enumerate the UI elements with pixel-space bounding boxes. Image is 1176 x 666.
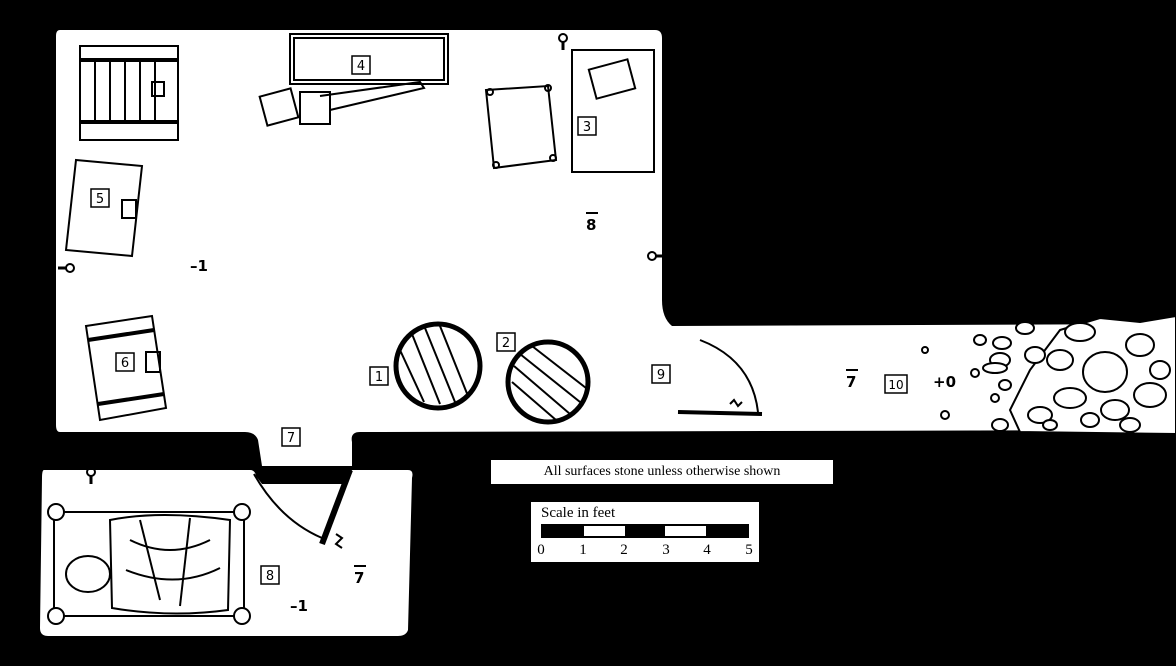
area-label-1: 1 (369, 366, 389, 386)
scale-segment (583, 526, 625, 536)
scale-segment (706, 526, 747, 536)
door-icon (253, 468, 353, 549)
area-label-2: 2 (496, 332, 516, 352)
torch-sconce-icon (647, 251, 664, 261)
area-label-3: 3 (577, 116, 597, 136)
svg-text:3: 3 (583, 120, 591, 135)
scale-tick: 2 (620, 542, 628, 558)
scale-title: Scale in feet (541, 505, 616, 521)
elevation-corridor: 7 (846, 373, 856, 391)
elevation-main-room: –1 (190, 257, 208, 275)
rug-icon (571, 49, 655, 173)
door-icon (677, 339, 763, 416)
elevation-labels: –1 8 7 +0 7 –1 (190, 212, 956, 615)
elevation-small-room: –1 (290, 597, 308, 615)
torch-sconce-icon (86, 467, 96, 484)
torch-sconce-icon (558, 33, 568, 50)
area-label-6: 6 (115, 352, 135, 372)
svg-text:7: 7 (287, 431, 295, 446)
area-label-5: 5 (90, 188, 110, 208)
scale-tick: 0 (537, 542, 545, 558)
elevation-main-room-bar: 8 (586, 216, 596, 234)
svg-text:6: 6 (121, 356, 129, 371)
svg-text:1: 1 (375, 370, 383, 385)
scale-legend: Scale in feet 0 1 2 3 4 5 (529, 500, 761, 564)
scale-segment (665, 526, 707, 536)
svg-text:4: 4 (357, 59, 365, 74)
svg-text:2: 2 (502, 336, 510, 351)
stool-icon (258, 87, 331, 127)
main-room-floor (56, 30, 1176, 466)
scale-tick: 1 (579, 542, 587, 558)
elevation-corridor-end: +0 (933, 373, 956, 391)
chest-icon (84, 314, 168, 422)
area-labels: 1 2 3 4 5 6 7 8 (90, 55, 908, 585)
table-icon (484, 84, 558, 170)
scale-tick: 4 (703, 542, 711, 558)
barrel-icon (505, 339, 591, 425)
svg-text:5: 5 (96, 192, 104, 207)
surface-note: All surfaces stone unless otherwise show… (491, 460, 833, 484)
scale-ticks: 0 1 2 3 4 5 (535, 542, 757, 560)
table-icon (289, 33, 449, 111)
bed-icon (47, 503, 251, 625)
crate-icon (79, 45, 179, 141)
area-label-7: 7 (281, 427, 301, 447)
area-label-4: 4 (351, 55, 371, 75)
scale-segment (624, 526, 666, 536)
elevation-small-room-bar: 7 (354, 569, 364, 587)
scale-segment (543, 526, 584, 536)
area-label-10: 10 (884, 374, 908, 394)
svg-text:9: 9 (657, 368, 665, 383)
scale-bar (541, 524, 749, 538)
rubble (921, 314, 1176, 436)
torch-sconce-icon (58, 263, 75, 273)
barrel-icon (393, 321, 483, 411)
chest-icon (64, 158, 144, 258)
scale-tick: 3 (662, 542, 670, 558)
scale-tick: 5 (745, 542, 753, 558)
svg-text:10: 10 (888, 378, 903, 392)
area-label-9: 9 (651, 364, 671, 384)
area-label-8: 8 (260, 565, 280, 585)
svg-text:8: 8 (266, 569, 274, 584)
